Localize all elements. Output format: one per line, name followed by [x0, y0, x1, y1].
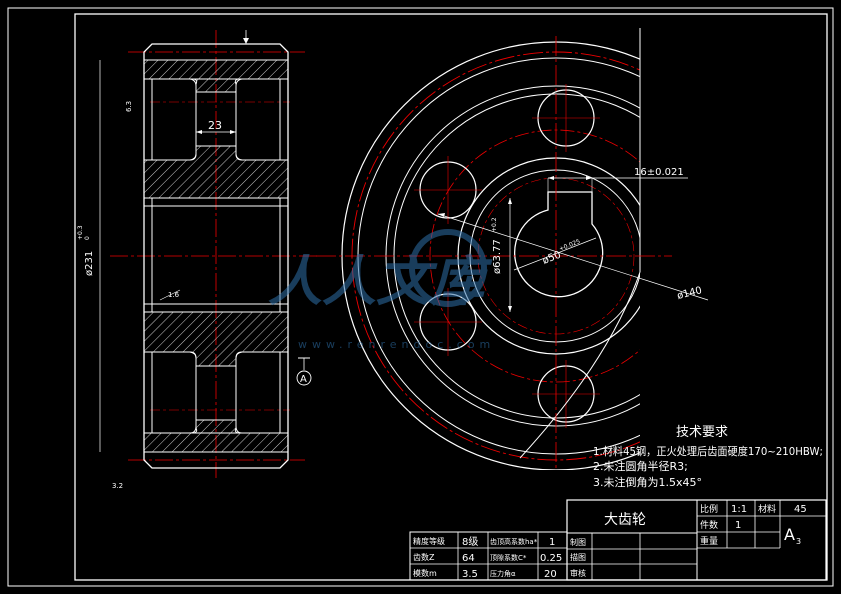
hub-dia-dim: ø63.77: [492, 239, 503, 274]
sheet-size-sub: 3: [796, 537, 801, 546]
watermark: 人人文库 www.renrendoc.com: [268, 229, 495, 351]
param-label-3-1: 模数m: [413, 568, 437, 578]
root-dia-tol-lower: 0: [84, 236, 91, 240]
param-value-3-2: 20: [544, 569, 557, 580]
param-label-2-2: 顶隙系数C*: [490, 553, 527, 562]
param-label-2-1: 齿数Z: [413, 552, 435, 562]
hub-dia-tol: +0.2: [491, 217, 498, 232]
outer-border: [7, 7, 834, 587]
param-value-1-1: 8级: [462, 536, 478, 548]
row-review-label: 审核: [570, 568, 586, 578]
tech-requirements: 技术要求 1.材料45钢，正火处理后齿面硬度170~210HBW; 2.未注圆角…: [593, 425, 823, 489]
qty-value: 1: [735, 520, 741, 531]
face-width-dim: 23: [208, 119, 222, 132]
watermark-url: www.renrendoc.com: [298, 338, 495, 351]
root-dia-tol-upper: +0.3: [77, 225, 84, 240]
tech-req-item-1: 1.材料45钢，正火处理后齿面硬度170~210HBW;: [593, 444, 823, 458]
break-line: [519, 271, 641, 459]
material-value: 45: [794, 504, 807, 515]
param-label-3-2: 压力角α: [490, 569, 516, 578]
qty-label: 件数: [700, 519, 718, 531]
material-label: 材料: [758, 503, 776, 515]
weight-label: 重量: [700, 535, 718, 547]
param-table: [409, 531, 568, 581]
hole-circle-dim: ø140: [676, 285, 703, 302]
tech-req-item-3: 3.未注倒角为1.5x45°: [593, 475, 702, 489]
keyway-width-dim: 16±0.021: [634, 167, 684, 178]
roughness-3-2: 3.2: [112, 482, 123, 490]
row-traced-label: 描图: [570, 552, 586, 562]
param-value-2-2: 0.25: [540, 553, 562, 564]
scale-label: 比例: [700, 503, 718, 515]
param-label-1-1: 精度等级: [413, 536, 445, 546]
param-label-1-2: 齿顶高系数ha*: [490, 537, 538, 546]
bore-dia-dim: ø50: [541, 250, 563, 267]
roughness-6-3: 6.3: [125, 101, 133, 112]
tech-req-heading: 技术要求: [676, 425, 728, 440]
sheet-size: A: [784, 525, 795, 544]
root-dia-dim: ø231: [84, 251, 95, 276]
front-view-dimensions: ø63.77 +0.2 ø50 +0.025 16±0.021 ø140: [437, 167, 709, 312]
param-value-2-1: 64: [462, 553, 475, 564]
tech-req-item-2: 2.未注圆角半径R3;: [593, 459, 688, 473]
row-drawn-label: 制图: [570, 537, 586, 547]
param-value-3-1: 3.5: [462, 569, 478, 580]
part-name: 大齿轮: [604, 512, 646, 528]
watermark-text: 人人文库: [268, 250, 493, 313]
roughness-1-6: 1.6: [168, 291, 180, 299]
bore-dia-tol: +0.025: [558, 238, 581, 253]
param-value-1-2: 1: [549, 537, 555, 548]
section-view: 23 ø231 +0.3 0 6.3 1.6 3.2 A: [77, 30, 320, 490]
datum-a-label: A: [300, 374, 307, 385]
scale-value: 1:1: [731, 504, 747, 515]
